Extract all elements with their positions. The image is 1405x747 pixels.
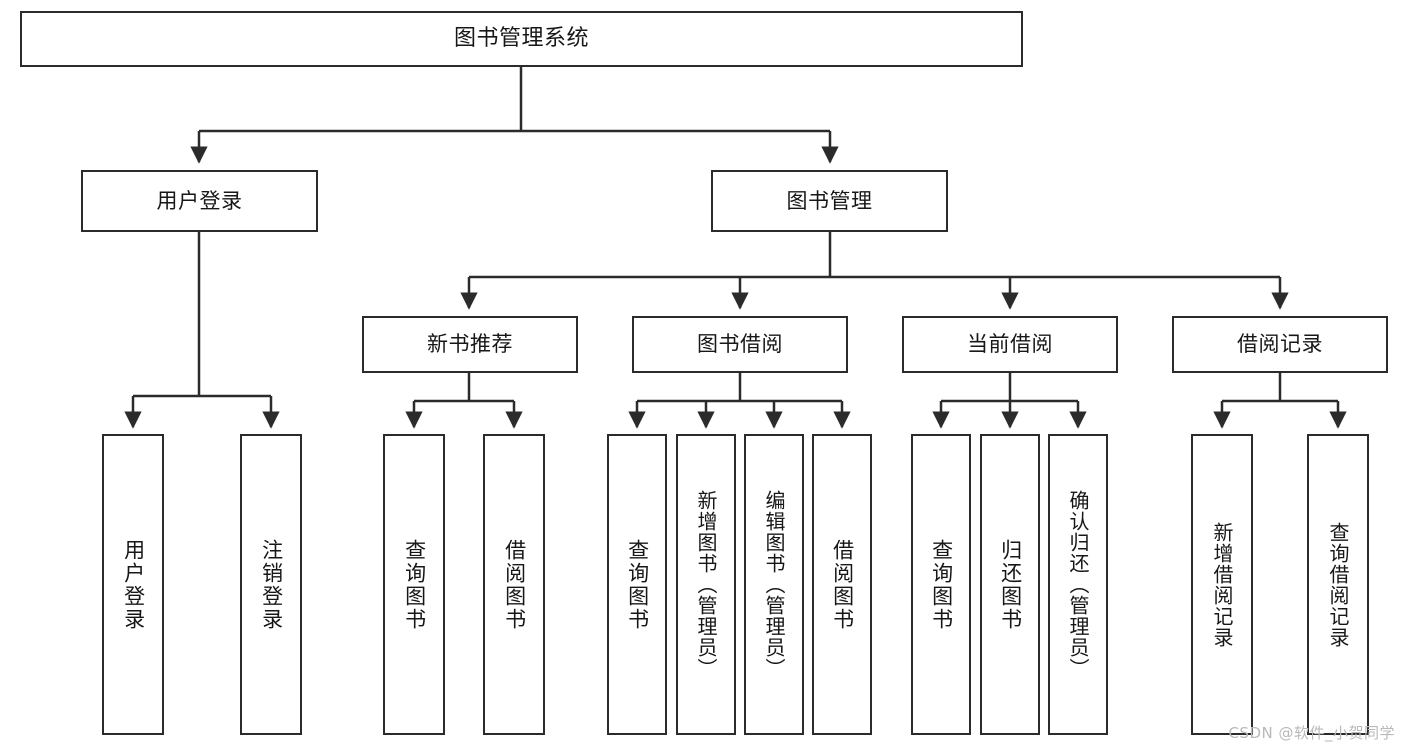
leaf-query-book-current[interactable]: 查询图书 xyxy=(911,434,971,735)
leaf-label: 确认归还（管理员） xyxy=(1066,490,1090,679)
leaf-query-book-borrow[interactable]: 查询图书 xyxy=(607,434,667,735)
node-book-management[interactable]: 图书管理 xyxy=(711,170,948,232)
leaf-label: 编辑图书（管理员） xyxy=(762,490,786,679)
leaf-label: 新增图书（管理员） xyxy=(694,490,718,679)
leaf-label: 归还图书 xyxy=(998,538,1023,631)
leaf-return-book[interactable]: 归还图书 xyxy=(980,434,1040,735)
node-label: 借阅记录 xyxy=(1237,332,1323,357)
leaf-label: 查询借阅记录 xyxy=(1326,521,1350,648)
node-label: 当前借阅 xyxy=(967,332,1053,357)
node-label: 图书管理系统 xyxy=(453,26,589,52)
node-new-book-recommend[interactable]: 新书推荐 xyxy=(362,316,578,373)
leaf-label: 注销登录 xyxy=(259,538,284,631)
leaf-query-borrow-record[interactable]: 查询借阅记录 xyxy=(1307,434,1369,735)
watermark-text: CSDN @软件_小贺同学 xyxy=(1228,724,1395,742)
node-book-borrow[interactable]: 图书借阅 xyxy=(632,316,848,373)
leaf-borrow-book[interactable]: 借阅图书 xyxy=(812,434,872,735)
leaf-confirm-return-admin[interactable]: 确认归还（管理员） xyxy=(1048,434,1108,735)
node-root-book-management-system[interactable]: 图书管理系统 xyxy=(20,11,1023,67)
leaf-label: 查询图书 xyxy=(625,538,650,631)
node-current-borrow[interactable]: 当前借阅 xyxy=(902,316,1118,373)
leaf-query-book-recommend[interactable]: 查询图书 xyxy=(383,434,445,735)
leaf-label: 用户登录 xyxy=(121,538,146,631)
node-user-login[interactable]: 用户登录 xyxy=(81,170,318,232)
leaf-add-borrow-record[interactable]: 新增借阅记录 xyxy=(1191,434,1253,735)
leaf-edit-book-admin[interactable]: 编辑图书（管理员） xyxy=(744,434,804,735)
node-label: 图书管理 xyxy=(786,188,873,213)
node-label: 用户登录 xyxy=(156,188,243,213)
leaf-logout[interactable]: 注销登录 xyxy=(240,434,302,735)
node-label: 新书推荐 xyxy=(427,332,513,357)
leaf-borrow-book-recommend[interactable]: 借阅图书 xyxy=(483,434,545,735)
node-label: 图书借阅 xyxy=(697,332,783,357)
leaf-add-book-admin[interactable]: 新增图书（管理员） xyxy=(676,434,736,735)
leaf-label: 借阅图书 xyxy=(502,538,527,631)
node-borrow-record[interactable]: 借阅记录 xyxy=(1172,316,1388,373)
leaf-user-login[interactable]: 用户登录 xyxy=(102,434,164,735)
leaf-label: 新增借阅记录 xyxy=(1210,521,1234,648)
leaf-label: 查询图书 xyxy=(402,538,427,631)
leaf-label: 查询图书 xyxy=(929,538,954,631)
leaf-label: 借阅图书 xyxy=(830,538,855,631)
